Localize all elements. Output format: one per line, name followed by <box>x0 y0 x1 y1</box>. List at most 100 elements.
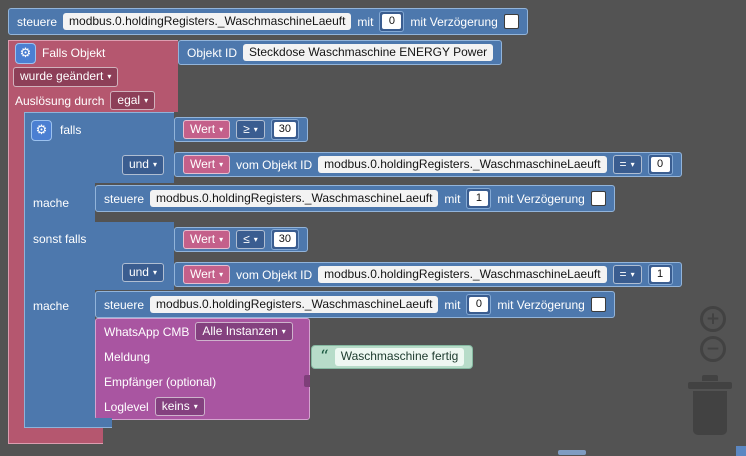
trash-button[interactable] <box>687 375 733 441</box>
block-steuere-top[interactable]: steuere modbus.0.holdingRegisters._Wasch… <box>8 8 528 35</box>
block-falls-objekt-header[interactable]: ⚙ Falls Objekt <box>8 40 178 65</box>
chevron-down-icon: ▾ <box>253 124 258 134</box>
operator-dropdown[interactable]: =▾ <box>612 264 642 285</box>
value-shadow-block[interactable]: 0 <box>379 11 405 32</box>
block-comparison-3[interactable]: Wert▾ ≤▾ 30 <box>174 227 308 252</box>
object-id-field[interactable]: modbus.0.holdingRegisters._Waschmaschine… <box>63 12 352 31</box>
block-objekt-id[interactable]: Objekt ID Steckdose Waschmaschine ENERGY… <box>178 40 503 65</box>
change-type-dropdown[interactable]: wurde geändert▾ <box>13 67 119 87</box>
delay-checkbox[interactable] <box>590 191 606 206</box>
chevron-down-icon: ▾ <box>219 234 224 244</box>
loglevel-label: Loglevel <box>104 399 149 414</box>
wert-dropdown[interactable]: Wert▾ <box>183 264 231 285</box>
object-id-field[interactable]: modbus.0.holdingRegisters._Waschmaschine… <box>150 189 439 208</box>
falls-objekt-title: Falls Objekt <box>42 46 106 60</box>
value-shadow-block[interactable]: 1 <box>466 188 492 209</box>
object-id-field[interactable]: modbus.0.holdingRegisters._Waschmaschine… <box>318 265 607 284</box>
gear-icon[interactable]: ⚙ <box>15 42 36 64</box>
operator-value: = <box>619 266 627 281</box>
block-comparison-1[interactable]: Wert▾ ≥▾ 30 <box>174 117 308 142</box>
falls-row-sonst: sonst falls <box>24 222 174 255</box>
value-field[interactable]: 0 <box>382 14 402 29</box>
message-text-field[interactable]: Waschmaschine fertig <box>334 348 465 366</box>
objekt-id-label: Objekt ID <box>187 45 238 60</box>
und-dropdown[interactable]: und▾ <box>121 155 164 175</box>
falls-row-und-2: und▾ <box>24 255 174 290</box>
trigger-row-change: wurde geändert▾ <box>8 65 178 89</box>
empfaenger-label: Empfänger (optional) <box>104 374 217 389</box>
block-steuere-inner-2[interactable]: steuere modbus.0.holdingRegisters._Wasch… <box>95 291 615 318</box>
mache-label: mache <box>33 195 70 210</box>
wert-dropdown[interactable]: Wert▾ <box>183 119 231 140</box>
wert-dropdown[interactable]: Wert▾ <box>183 154 231 175</box>
steuere-keyword-label: steuere <box>104 297 145 312</box>
chevron-down-icon: ▾ <box>152 267 157 277</box>
operator-value: ≤ <box>243 231 250 246</box>
block-falls-header[interactable]: ⚙ falls <box>24 112 174 147</box>
operator-value: = <box>619 156 627 171</box>
ausloesung-dropdown[interactable]: egal▾ <box>110 90 156 111</box>
chevron-down-icon: ▾ <box>219 159 224 169</box>
falls-label: falls <box>60 123 82 137</box>
falls-row-mache-1: mache <box>24 183 95 222</box>
minus-icon: − <box>705 339 721 359</box>
delay-checkbox[interactable] <box>590 297 606 312</box>
number-shadow-block[interactable]: 0 <box>647 154 673 175</box>
chevron-down-icon: ▾ <box>219 269 224 279</box>
trigger-spine <box>8 112 24 428</box>
chevron-down-icon: ▾ <box>152 160 157 169</box>
block-steuere-inner-1[interactable]: steuere modbus.0.holdingRegisters._Wasch… <box>95 185 615 212</box>
mit-label: mit <box>444 191 461 206</box>
instances-dropdown[interactable]: Alle Instanzen▾ <box>195 321 293 342</box>
value-shadow-block[interactable]: 0 <box>466 294 492 315</box>
trigger-row-ausloesung: Auslösung durch egal▾ <box>8 89 178 112</box>
vom-objekt-id-label: vom Objekt ID <box>236 267 313 282</box>
objekt-id-field[interactable]: Steckdose Waschmaschine ENERGY Power <box>243 43 494 62</box>
number-shadow-block[interactable]: 30 <box>270 229 299 250</box>
block-text-message[interactable]: “ Waschmaschine fertig <box>311 345 474 369</box>
horizontal-scrollbar-thumb[interactable] <box>558 450 586 455</box>
und-dropdown[interactable]: und▾ <box>121 262 164 283</box>
value-field[interactable]: 0 <box>469 297 489 312</box>
object-id-field[interactable]: modbus.0.holdingRegisters._Waschmaschine… <box>318 155 607 174</box>
zoom-out-button[interactable]: − <box>700 336 726 362</box>
wert-dropdown[interactable]: Wert▾ <box>183 229 231 250</box>
chevron-down-icon: ▾ <box>193 401 198 411</box>
block-whatsapp[interactable]: WhatsApp CMB Alle Instanzen▾ Meldung Emp… <box>95 318 310 420</box>
value-field[interactable]: 1 <box>469 191 489 206</box>
mit-label: mit <box>444 297 461 312</box>
und-value: und <box>128 157 149 172</box>
gear-icon[interactable]: ⚙ <box>31 119 52 141</box>
number-shadow-block[interactable]: 30 <box>270 119 299 140</box>
wert-value: Wert <box>190 121 216 136</box>
number-shadow-block[interactable]: 1 <box>647 264 673 285</box>
delay-label: mit Verzögerung <box>497 297 585 312</box>
number-field[interactable]: 1 <box>650 267 670 282</box>
number-field[interactable]: 0 <box>650 157 670 172</box>
block-comparison-2[interactable]: Wert▾ vom Objekt ID modbus.0.holdingRegi… <box>174 152 682 177</box>
change-type-value: wurde geändert <box>20 69 104 84</box>
plus-icon: + <box>705 309 721 329</box>
number-field[interactable]: 30 <box>273 122 296 137</box>
loglevel-dropdown[interactable]: keins▾ <box>154 396 205 417</box>
delay-checkbox[interactable] <box>503 14 519 29</box>
whatsapp-row-meldung: Meldung <box>96 344 309 369</box>
operator-dropdown[interactable]: ≤▾ <box>236 229 265 250</box>
empty-value-slot[interactable] <box>304 375 310 387</box>
whatsapp-row-loglevel: Loglevel keins▾ <box>96 394 309 419</box>
meldung-label: Meldung <box>104 349 151 364</box>
operator-dropdown[interactable]: =▾ <box>612 154 642 175</box>
sonst-falls-label: sonst falls <box>33 231 87 246</box>
chevron-down-icon: ▾ <box>144 95 149 105</box>
delay-label: mit Verzögerung <box>410 14 498 29</box>
operator-dropdown[interactable]: ≥▾ <box>236 119 265 140</box>
ausloesung-value: egal <box>117 92 141 107</box>
zoom-in-button[interactable]: + <box>700 306 726 332</box>
number-field[interactable]: 30 <box>273 232 296 247</box>
instances-value: Alle Instanzen <box>202 323 278 338</box>
scrollbar-corner[interactable] <box>736 446 746 456</box>
block-comparison-4[interactable]: Wert▾ vom Objekt ID modbus.0.holdingRegi… <box>174 262 682 287</box>
object-id-field[interactable]: modbus.0.holdingRegisters._Waschmaschine… <box>150 295 439 314</box>
quote-icon: “ <box>320 346 329 367</box>
